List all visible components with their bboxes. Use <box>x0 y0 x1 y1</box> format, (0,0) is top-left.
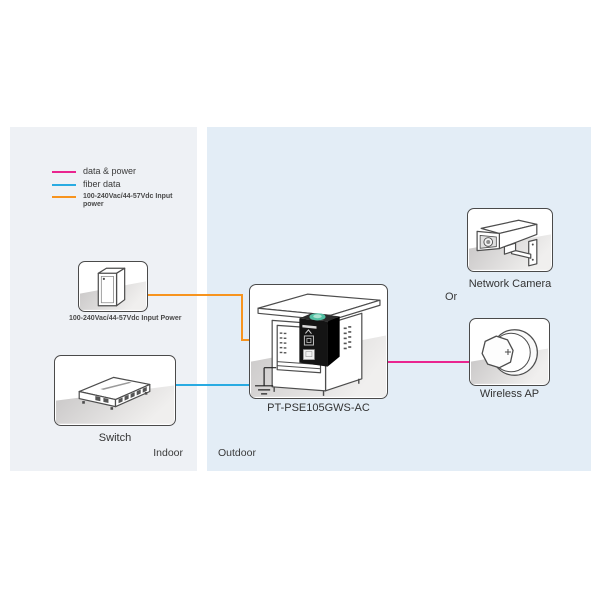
network-camera-box <box>467 208 553 272</box>
screw-cross <box>504 348 512 356</box>
data-power-line-swatch <box>52 170 76 173</box>
legend-label: power <box>83 200 104 208</box>
indoor-zone-label: Indoor <box>153 447 183 459</box>
switch-illustration <box>56 376 174 424</box>
input-power-line-stub <box>241 339 250 341</box>
outdoor-enclosure-box <box>249 284 388 399</box>
vent-slots-left <box>279 332 287 354</box>
legend-label: 100-240Vac/44-57Vdc Input <box>83 193 173 200</box>
input-power-line-vertical <box>241 294 243 341</box>
legend-item-data-power: data & power <box>52 167 173 176</box>
poe-injector-caption: PT-PSE105GWS-AC <box>267 402 370 414</box>
switch-box <box>54 355 176 426</box>
switch-caption: Switch <box>98 432 132 444</box>
outdoor-enclosure-illustration <box>251 293 386 397</box>
network-camera-illustration <box>469 219 551 270</box>
outdoor-zone-label: Outdoor <box>218 447 256 459</box>
legend-item-fiber-data: fiber data <box>52 180 173 189</box>
data-power-line <box>388 361 470 363</box>
power-source-box <box>78 261 148 312</box>
legend: data & power fiber data 100-240Vac/44-57… <box>52 167 173 208</box>
wireless-ap-caption: Wireless AP <box>479 388 540 400</box>
input-power-line-swatch <box>52 196 76 198</box>
ground-symbol <box>255 367 277 395</box>
input-power-line-horizontal <box>148 294 243 296</box>
wireless-ap-box <box>469 318 550 386</box>
network-camera-caption: Network Camera <box>468 278 552 290</box>
legend-label: fiber data <box>83 179 121 189</box>
wireless-ap-illustration <box>471 329 548 384</box>
power-source-caption: 100-240Vac/44-57Vdc Input Power <box>69 315 182 322</box>
or-label: Or <box>445 291 458 303</box>
poe-injector-device <box>299 313 340 367</box>
fiber-data-line <box>176 384 250 386</box>
power-supply-illustration <box>80 267 146 310</box>
legend-label: data & power <box>83 166 137 176</box>
fiber-data-line-swatch <box>52 183 76 186</box>
legend-item-input-power: 100-240Vac/44-57Vdc Input power <box>52 193 173 208</box>
